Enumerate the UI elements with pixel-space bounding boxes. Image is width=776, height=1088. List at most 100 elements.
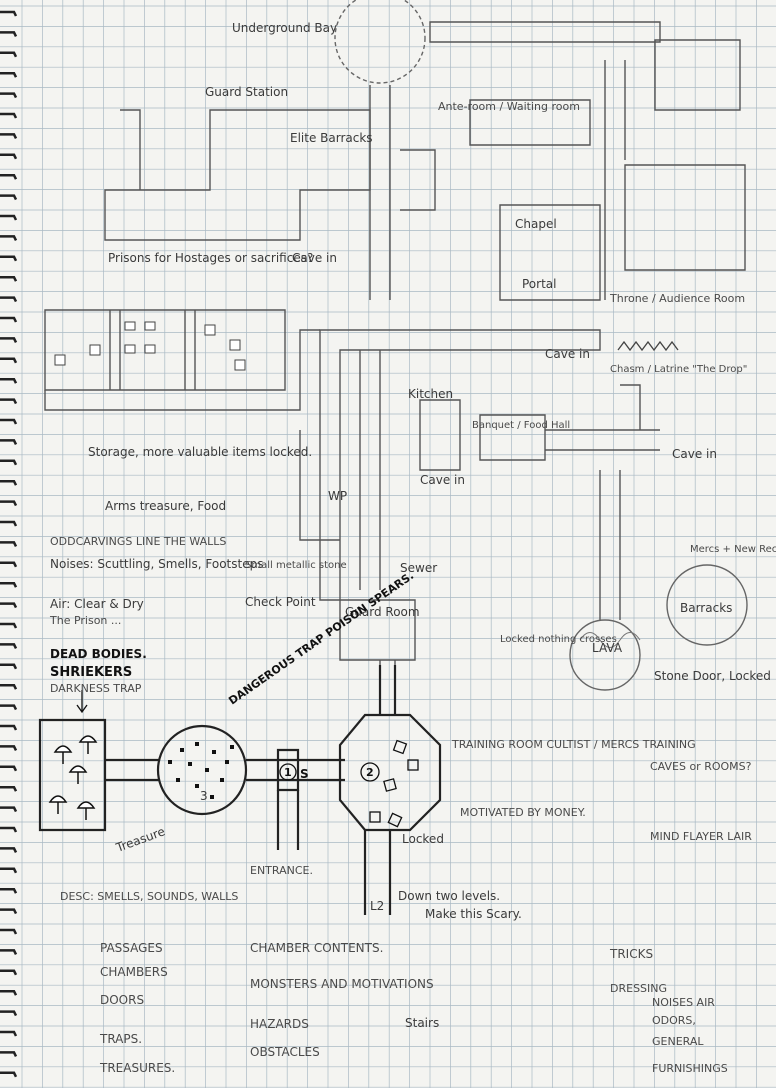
label-storage: Storage, more valuable items locked.	[88, 445, 312, 459]
checklist-middle-0: CHAMBER CONTENTS.	[250, 941, 383, 955]
checklist-right-2: NOISES AIR	[652, 996, 715, 1009]
label-lava: LAVA	[592, 641, 623, 655]
label-locked: Locked	[402, 832, 444, 846]
central-passage	[359, 350, 381, 590]
label-make-scary: Make this Scary.	[425, 907, 522, 921]
label-the-prison: The Prison ...	[49, 614, 121, 627]
entrance-passage	[276, 790, 300, 850]
binding-hook	[0, 194, 18, 201]
anteroom-walls	[469, 99, 591, 146]
binding-hook	[0, 133, 18, 139]
label-air: Air: Clear & Dry	[50, 597, 144, 611]
binding-hook	[0, 745, 18, 751]
corridor-room3-room2	[246, 758, 345, 782]
chasm-hatch	[617, 340, 679, 352]
shrieker-cave	[38, 718, 107, 832]
top-right-chamber	[654, 39, 741, 111]
binding-hook	[0, 255, 18, 262]
checklist-left-3: TRAPS.	[99, 1032, 142, 1046]
label-sewer: Sewer	[400, 561, 437, 575]
prison-cell-dividers	[109, 310, 196, 390]
label-room-2: 2	[366, 766, 374, 779]
binding-hook	[0, 71, 18, 78]
rubble-stone	[168, 760, 172, 764]
label-locked-nothing: Locked nothing crosses	[500, 634, 617, 645]
room-1-marker-ring	[279, 763, 297, 781]
binding-hook	[0, 1030, 18, 1037]
room-2-octagon	[338, 713, 442, 832]
label-treasure: Treasure	[113, 824, 167, 855]
elite-barracks-walls	[400, 149, 436, 211]
label-desc: DESC: SMELLS, SOUNDS, WALLS	[60, 890, 238, 903]
darkness-trap-arrow	[76, 690, 88, 714]
chapel-walls	[499, 204, 601, 301]
label-room-1: 1	[284, 766, 292, 779]
binding-hook	[0, 520, 18, 527]
rubble-stone	[220, 778, 224, 782]
binding-hook	[0, 275, 18, 282]
stairs-down-passage	[363, 830, 392, 915]
label-secret-door: S	[300, 767, 309, 781]
banquet-walls	[479, 414, 546, 461]
binding-hook	[0, 602, 18, 609]
kitchen-walls	[419, 399, 461, 471]
rubble-stone	[230, 745, 234, 749]
binding-hook	[0, 439, 18, 445]
checklist-right-0: TRICKS	[609, 947, 653, 961]
label-prisons: Prisons for Hostages or sacrifices?	[108, 251, 313, 265]
shrieker-corridor	[105, 758, 160, 782]
room-3-rubble	[168, 742, 234, 799]
corridor-top	[429, 21, 661, 43]
binding-hook	[0, 704, 18, 711]
binding-hook	[0, 296, 18, 303]
binding-hook	[0, 663, 18, 670]
binding-hook	[0, 643, 18, 649]
binding-hook	[0, 887, 18, 894]
binding-hook	[0, 581, 18, 588]
map-labels: Underground Bay Guard Station Elite Barr…	[49, 21, 776, 921]
binding-hook	[0, 724, 18, 731]
binding-hook	[0, 479, 18, 486]
label-caves-of-rooms: CAVES or ROOMS?	[650, 760, 752, 773]
binding-hook	[0, 459, 18, 466]
label-entrance: ENTRANCE.	[250, 864, 313, 877]
label-cave-in-1: Cave in	[292, 251, 337, 265]
label-wp: WP	[328, 489, 347, 503]
rubble-stone	[180, 748, 184, 752]
label-guard-station: Guard Station	[205, 85, 288, 99]
label-throne-room: Throne / Audience Room	[609, 292, 745, 305]
binding-hook	[0, 765, 18, 772]
prison-corridor	[44, 329, 320, 411]
binding-hook	[0, 1010, 18, 1017]
label-small-metallic: Small metallic stone	[245, 560, 347, 571]
binding-hook	[0, 316, 18, 323]
checklist-middle-2: HAZARDS	[250, 1017, 309, 1031]
binding-hook	[0, 337, 18, 343]
label-dead-bodies: DEAD BODIES.	[50, 647, 147, 661]
binding-hook	[0, 418, 18, 425]
dungeon-walls	[44, 0, 748, 710]
label-cave-in-4: Cave in	[672, 447, 717, 461]
binding-hook	[0, 398, 18, 405]
design-checklist: PASSAGES CHAMBERS DOORS TRAPS. TREASURES…	[99, 941, 728, 1075]
label-portal: Portal	[522, 277, 556, 291]
rubble-stone	[188, 762, 192, 766]
binding-hook	[0, 806, 18, 813]
prison-cell-furniture	[54, 321, 246, 371]
binding-hook	[0, 31, 18, 37]
label-barracks: Barracks	[680, 601, 732, 615]
corridor-bay-south	[369, 85, 391, 300]
binding-hook	[0, 622, 18, 629]
label-l2: L2	[370, 899, 384, 913]
rubble-stone	[225, 760, 229, 764]
shrieker-mushrooms	[48, 735, 98, 820]
label-chapel: Chapel	[515, 217, 557, 231]
binding-hook	[0, 92, 18, 99]
checklist-left-2: DOORS	[100, 993, 144, 1007]
rubble-stone	[205, 768, 209, 772]
label-mind-flayer: MIND FLAYER LAIR	[650, 830, 752, 843]
guard-room-walls	[339, 599, 416, 661]
rubble-stone	[212, 750, 216, 754]
